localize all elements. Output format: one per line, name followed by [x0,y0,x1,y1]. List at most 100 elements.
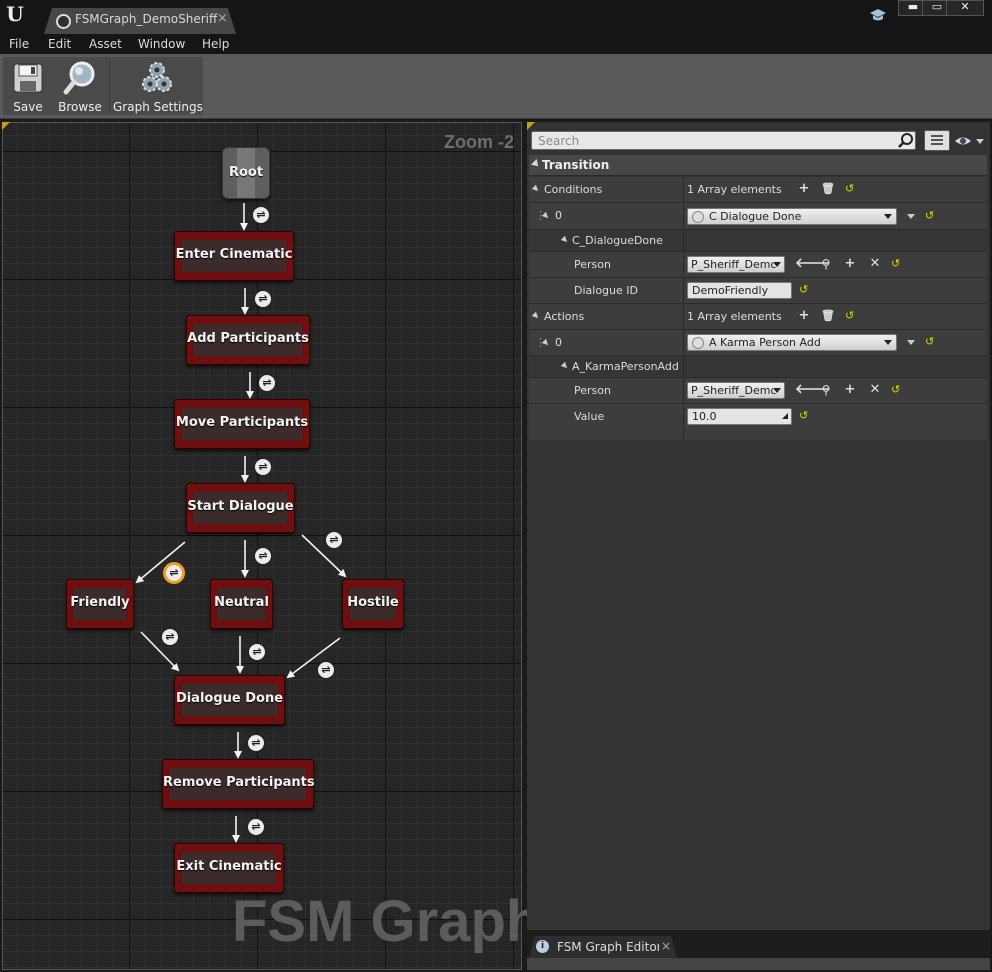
node-label: Root [228,165,264,180]
resize-grip-icon [782,413,788,419]
condition-struct-header[interactable]: C_DialogueDone [529,230,987,252]
search-icon[interactable] [896,131,915,150]
expand-arrow-icon[interactable] [531,184,541,194]
person-asset-select[interactable]: P_Sheriff_Demo [687,382,785,399]
reset-default-icon[interactable]: ↺ [799,283,809,296]
reset-default-icon[interactable]: ↺ [891,383,901,396]
node-label: Start Dialogue [187,499,294,514]
state-node-enter-cinematic[interactable]: Enter Cinematic [174,231,294,281]
state-node-remove-participants[interactable]: Remove Participants [162,759,315,809]
condition-class-select[interactable]: C Dialogue Done [687,208,897,225]
state-node-dialogue-done[interactable]: Dialogue Done [174,675,285,725]
state-node-add-participants[interactable]: Add Participants [186,315,310,365]
node-label: Friendly [70,595,130,610]
save-icon [13,63,43,93]
menu-file[interactable]: File [9,37,30,51]
browse-button[interactable]: Browse [57,57,103,115]
reset-default-icon[interactable]: ↺ [845,309,855,322]
browse-label: Browse [58,100,102,114]
transition-icon[interactable]: ⇌ [247,734,265,752]
actions-count: 1 Array elements [687,310,782,323]
menu-window[interactable]: Window [138,37,186,51]
menu-bar [0,34,992,54]
action-class-select[interactable]: A Karma Person Add [687,334,897,351]
use-selected-arrow-icon[interactable]: 🡐 [795,256,830,271]
arrow-start-hostile [301,534,347,578]
node-label: Exit Cinematic [176,859,282,874]
transition-icon[interactable]: ⇌ [254,458,272,476]
use-selected-arrow-icon[interactable]: 🡐 [795,382,830,397]
action-person-row: Person P_Sheriff_Demo 🡐 ⚲ + ✕ ↺ [529,378,987,404]
browse-asset-search-icon[interactable]: ⚲ [821,257,831,271]
conditions-label: Conditions [544,183,603,196]
expand-arrow-icon [560,361,570,371]
add-icon[interactable]: + [844,382,856,397]
transition-icon[interactable]: ⇌ [247,818,265,836]
node-label: Add Participants [187,331,309,346]
dialogue-id-field[interactable]: DemoFriendly [687,282,792,299]
fsm-graph-editor-tab[interactable] [529,936,677,958]
drag-handle-icon[interactable]: ⋮ [535,336,546,349]
menu-help[interactable]: Help [202,37,230,51]
view-options-eye-icon[interactable] [953,133,987,149]
tab-close-icon[interactable]: × [217,11,228,26]
add-element-icon[interactable]: + [798,181,810,196]
add-icon[interactable]: + [844,256,856,271]
graph-settings-label: Graph Settings [113,100,203,114]
transition-icon[interactable]: ⇌ [317,661,335,679]
graduation-cap-icon[interactable] [868,6,888,24]
transition-icon[interactable]: ⇌ [248,643,266,661]
karma-value-field[interactable]: 10.0 [687,408,792,425]
clear-icon[interactable]: ✕ [869,382,881,397]
menu-asset[interactable]: Asset [89,37,122,51]
add-element-icon[interactable]: + [798,308,810,323]
element-options-chevron-icon[interactable] [907,214,915,219]
state-node-root[interactable]: Root [222,147,270,199]
menu-edit[interactable]: Edit [48,37,72,51]
close-window-button[interactable]: ✕ [946,0,984,16]
state-node-neutral[interactable]: Neutral [210,579,273,629]
state-node-friendly[interactable]: Friendly [66,579,134,629]
property-matrix-button[interactable] [924,130,950,151]
transition-icon[interactable]: ⇌ [254,290,272,308]
state-node-move-participants[interactable]: Move Participants [174,399,310,449]
transition-icon[interactable]: ⇌ [258,374,276,392]
reset-default-icon[interactable]: ↺ [925,335,935,348]
graph-settings-button[interactable]: Graph Settings [113,57,203,115]
transition-icon[interactable]: ⇌ [254,547,272,565]
trash-icon[interactable]: 🗑 [821,182,835,195]
search-input[interactable] [534,132,892,149]
action-index: 0 [555,336,562,349]
transition-icon[interactable]: ⇌ [325,531,343,549]
browse-asset-search-icon[interactable]: ⚲ [821,383,831,397]
node-label: Move Participants [175,415,309,430]
clear-icon[interactable]: ✕ [869,256,881,271]
transition-icon[interactable]: ⇌ [252,206,270,224]
drag-handle-icon[interactable]: ⋮ [535,209,546,222]
reset-default-icon[interactable]: ↺ [891,257,901,270]
reset-default-icon[interactable]: ↺ [799,409,809,422]
node-label: Neutral [214,595,269,610]
panel-corner-marker [2,122,10,130]
document-tab[interactable] [44,8,236,34]
state-node-exit-cinematic[interactable]: Exit Cinematic [174,843,284,893]
node-label: Dialogue Done [175,691,284,706]
trash-icon[interactable]: 🗑 [821,309,835,322]
action-struct-header[interactable]: A_KarmaPersonAdd [529,356,987,378]
node-body [218,588,265,620]
save-button[interactable]: Save [6,57,50,115]
element-options-chevron-icon[interactable] [907,340,915,345]
transition-icon[interactable]: ⇌ [161,628,179,646]
state-node-hostile[interactable]: Hostile [342,579,404,629]
transition-section-header[interactable]: Transition [529,155,987,176]
collapse-arrow-icon [531,159,541,169]
class-icon [692,211,704,223]
column-splitter[interactable] [683,177,684,440]
person-asset-select[interactable]: P_Sheriff_Demo [687,256,785,273]
expand-arrow-icon[interactable] [531,311,541,321]
state-node-start-dialogue[interactable]: Start Dialogue [186,483,295,533]
reset-default-icon[interactable]: ↺ [845,182,855,195]
selected-transition-icon[interactable]: ⇌ [163,562,185,584]
bottom-tab-close-icon[interactable]: × [661,939,672,953]
reset-default-icon[interactable]: ↺ [925,209,935,222]
